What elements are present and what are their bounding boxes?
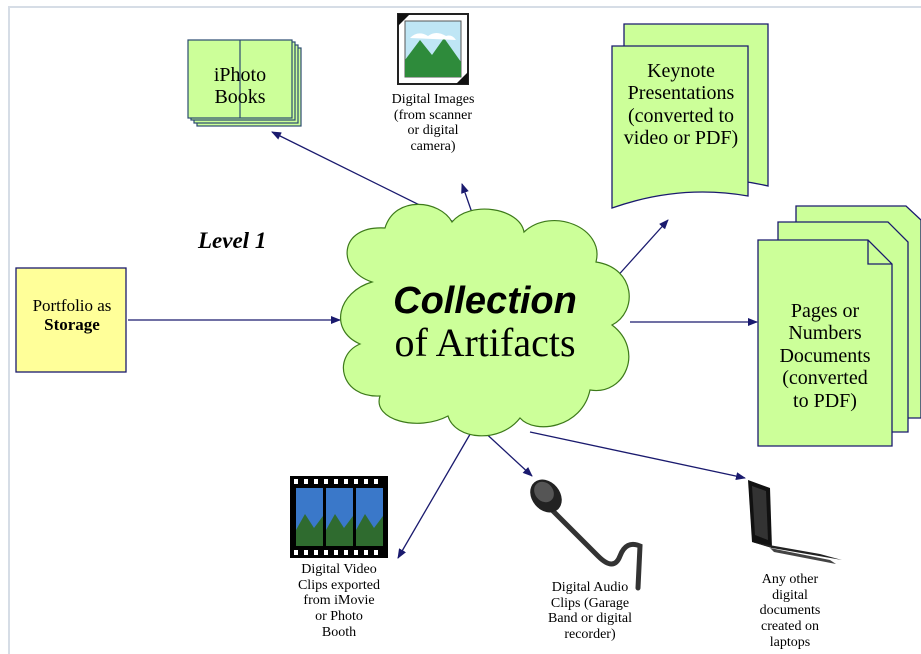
pages-line: Documents	[779, 344, 871, 367]
digital-images-line: camera)	[410, 139, 456, 155]
cloud-shape	[340, 203, 630, 437]
other-line: documents	[759, 603, 821, 619]
keynote-label: Keynote Presentations (converted to vide…	[614, 60, 748, 150]
portfolio-line1: Portfolio as	[32, 296, 112, 315]
portfolio-box	[15, 267, 127, 373]
pages-line: to PDF)	[793, 389, 857, 412]
collection-subtitle: of Artifacts	[394, 320, 576, 365]
other-line: laptops	[769, 634, 811, 650]
picture-frame-icon	[397, 13, 469, 85]
iphoto-line1: iPhoto	[213, 64, 267, 86]
pages-doc-stack	[757, 205, 921, 447]
other-label: Any other digital documents created on l…	[740, 572, 840, 650]
collection-title: Collection	[393, 280, 577, 322]
arrow-to-audio	[479, 427, 533, 477]
laptop-icon	[748, 480, 842, 564]
pages-line: (converted	[782, 367, 868, 390]
pages-line: Numbers	[788, 322, 862, 345]
keynote-line: Keynote	[647, 60, 715, 82]
video-line: Digital Video	[301, 562, 377, 577]
other-line: created on	[761, 619, 819, 635]
video-line: Booth	[321, 624, 357, 640]
audio-line: Clips (Garage	[550, 595, 630, 611]
digital-images-line: (from scanner	[393, 107, 473, 123]
microphone-icon	[530, 479, 643, 591]
other-line: Any other	[761, 572, 819, 587]
keynote-line: (converted to	[627, 104, 735, 127]
video-line: from iMovie	[303, 593, 375, 609]
digital-images-label: Digital Images (from scanner or digital …	[378, 92, 488, 155]
iphoto-label: iPhoto Books	[188, 64, 292, 109]
video-line: Clips exported	[297, 577, 381, 593]
audio-label: Digital Audio Clips (Garage Band or digi…	[520, 580, 660, 643]
level-label: Level 1	[198, 228, 267, 253]
audio-line: Band or digital	[548, 611, 632, 627]
iphoto-book-shape	[187, 39, 302, 127]
iphoto-line2: Books	[214, 86, 266, 109]
digital-images-line: Digital Images	[391, 92, 475, 107]
pages-label: Pages or Numbers Documents (converted to…	[760, 300, 890, 412]
pages-line: Pages or	[790, 300, 860, 322]
audio-line: Digital Audio	[551, 580, 629, 595]
diagram-frame	[8, 6, 921, 654]
video-label: Digital Video Clips exported from iMovie…	[274, 562, 404, 640]
audio-line: recorder)	[564, 627, 616, 643]
portfolio-label: Portfolio as Storage	[18, 296, 126, 334]
arrow-to-video	[397, 423, 477, 559]
digital-images-line: or digital	[407, 123, 459, 139]
film-strip-icon	[290, 476, 388, 558]
video-line: or Photo	[315, 609, 363, 625]
portfolio-line2: Storage	[44, 315, 100, 335]
other-line: digital	[772, 587, 808, 603]
keynote-line: Presentations	[627, 82, 735, 105]
arrow-to-other	[529, 431, 746, 481]
keynote-line: video or PDF)	[623, 127, 739, 150]
keynote-doc-stack	[611, 23, 769, 209]
